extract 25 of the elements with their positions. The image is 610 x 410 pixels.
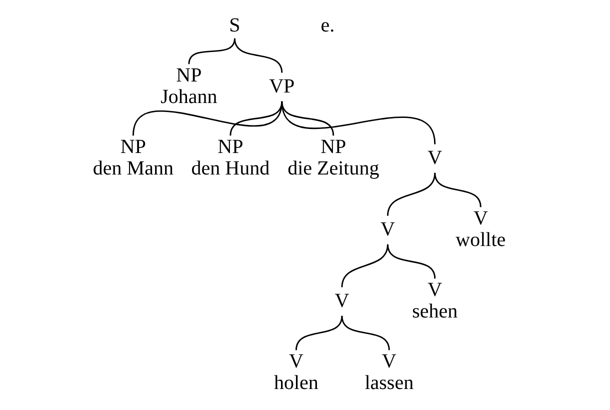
connector xyxy=(340,316,390,350)
connector xyxy=(434,172,481,208)
node-text: NP Johann xyxy=(160,64,217,108)
node-text: V xyxy=(427,146,442,169)
connector xyxy=(386,244,436,279)
node-text: V xyxy=(334,290,349,312)
connector xyxy=(188,38,235,64)
connector xyxy=(386,172,436,216)
connector xyxy=(295,316,342,350)
connector xyxy=(132,101,282,136)
node-text: V wollte xyxy=(455,208,506,252)
node-text: VP xyxy=(268,75,294,98)
node-text: V xyxy=(380,218,394,240)
connector xyxy=(229,101,282,136)
node-text: NP die Zeitung xyxy=(287,136,379,180)
node-text: V sehen xyxy=(412,279,458,323)
node-text: V holen xyxy=(273,350,318,394)
connector xyxy=(280,101,334,136)
label: e. xyxy=(320,14,334,37)
node-text: NP den Hund xyxy=(190,136,270,180)
node-text: NP den Mann xyxy=(92,136,173,180)
node-text: V lassen xyxy=(364,350,414,394)
node-text: S xyxy=(228,14,240,37)
connector xyxy=(280,101,436,144)
connector xyxy=(234,38,282,73)
